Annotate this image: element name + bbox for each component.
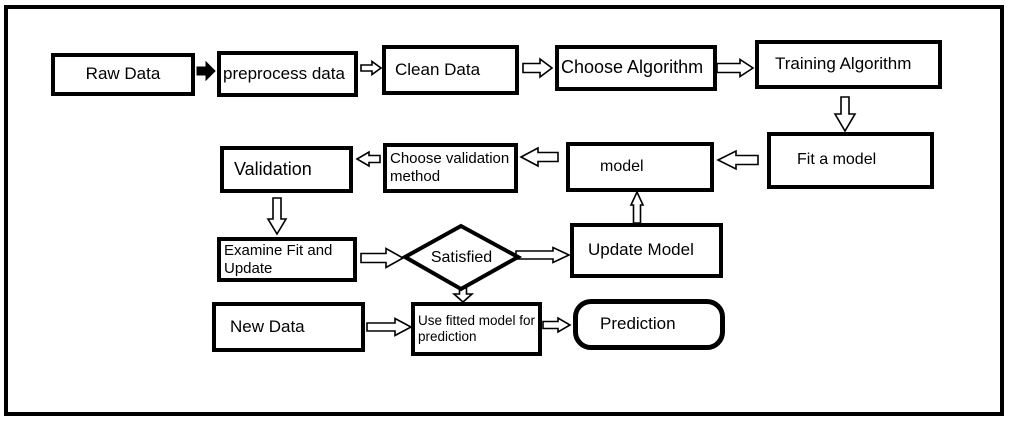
node-update-model-label: Update Model [588, 240, 694, 260]
node-clean-data-label: Clean Data [395, 59, 481, 79]
node-validation: Validation [220, 146, 353, 193]
arrow-training-algorithm-to-fit-model [833, 96, 857, 133]
node-training-algorithm-label: Training Algorithm [775, 54, 912, 74]
arrow-satisfied-to-use-fitted [451, 287, 475, 304]
arrow-update-model-to-model [629, 190, 645, 224]
node-raw-data-label: Raw Data [85, 64, 161, 84]
node-prediction: Prediction [573, 299, 725, 350]
arrow-model-to-choose-validation [519, 146, 559, 168]
node-satisfied: Satisfied [405, 226, 518, 289]
node-satisfied-label: Satisfied [430, 248, 493, 266]
node-choose-validation-method: Choose validation method [383, 143, 518, 193]
node-choose-algorithm: Choose Algorithm [555, 45, 717, 91]
node-use-fitted-model-label: Use fitted model for prediction [418, 313, 536, 344]
arrow-validation-to-examine [266, 197, 288, 236]
arrow-use-fitted-to-prediction [542, 316, 572, 334]
node-new-data: New Data [212, 302, 365, 352]
arrow-clean-data-to-choose-algorithm [522, 57, 554, 79]
arrow-examine-to-satisfied [360, 247, 405, 269]
node-fit-a-model-label: Fit a model [797, 151, 877, 169]
arrow-satisfied-to-update-model [515, 246, 571, 264]
node-prediction-label: Prediction [600, 314, 676, 334]
node-update-model: Update Model [570, 223, 723, 278]
node-preprocess-data: preprocess data [217, 51, 358, 97]
arrow-preprocess-to-clean-data [360, 59, 383, 77]
node-training-algorithm: Training Algorithm [755, 40, 942, 89]
node-clean-data: Clean Data [382, 45, 519, 95]
arrow-fit-model-to-model [716, 149, 759, 171]
node-model: model [566, 142, 714, 192]
node-validation-label: Validation [234, 158, 312, 179]
node-choose-algorithm-label: Choose Algorithm [561, 57, 704, 78]
node-preprocess-data-label: preprocess data [223, 63, 345, 83]
arrow-choose-validation-to-validation [355, 150, 381, 168]
diagram-border [4, 5, 1004, 416]
node-new-data-label: New Data [230, 316, 305, 336]
node-choose-validation-method-label: Choose validation method [390, 150, 510, 185]
arrow-new-data-to-use-fitted [366, 317, 413, 337]
arrow-raw-data-to-preprocess [196, 60, 216, 82]
node-raw-data: Raw Data [51, 53, 195, 96]
node-examine-fit-and-update: Examine Fit and Update [217, 237, 357, 282]
node-satisfied-diamond [400, 223, 523, 292]
node-use-fitted-model: Use fitted model for prediction [411, 302, 542, 356]
node-examine-fit-and-update-label: Examine Fit and Update [224, 241, 333, 277]
node-fit-a-model: Fit a model [767, 132, 934, 189]
node-model-label: model [600, 157, 644, 175]
arrow-choose-algorithm-to-training-algorithm [716, 58, 755, 78]
